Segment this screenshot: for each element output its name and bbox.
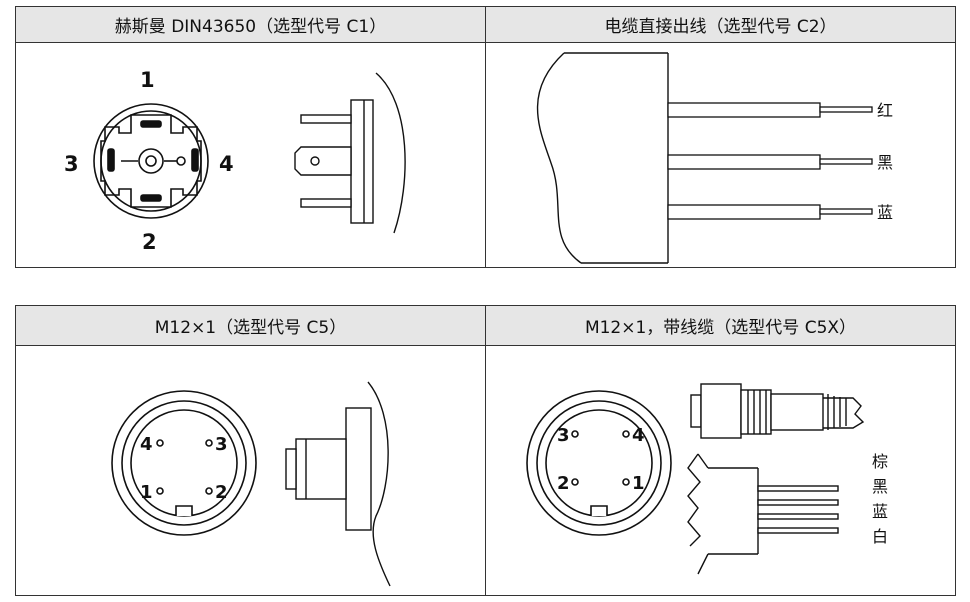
m12-diagram: 4 3 1 2 — [111, 381, 391, 587]
din-side-view — [294, 72, 406, 234]
m12-side-view — [285, 381, 391, 587]
m12-cable-diagram: 3 4 2 1 — [526, 383, 888, 575]
m12-pin-2-label: 2 — [215, 482, 228, 503]
m12-pin-3-label: 3 — [215, 434, 228, 455]
cable-wires — [667, 102, 873, 220]
wire-label-brown: 棕 — [872, 452, 888, 471]
panel-m12-cable: M12×1，带线缆（选型代号 C5X） 3 4 2 1 — [485, 305, 956, 596]
wire-label-blue: 蓝 — [872, 502, 888, 521]
m12x-pin-2-label: 2 — [557, 473, 570, 494]
m12x-pin-4-label: 4 — [632, 425, 645, 446]
din-pin-3-label: 3 — [64, 152, 79, 176]
panel-m12: M12×1（选型代号 C5） 4 3 1 2 — [15, 305, 486, 596]
din43650-diagram: 1 2 3 4 — [64, 68, 406, 254]
din-connector-face — [93, 103, 209, 219]
din-pin-4-label: 4 — [219, 152, 234, 176]
m12-pin-4-label: 4 — [140, 434, 153, 455]
cable-housing — [536, 52, 669, 264]
panel-title: M12×1，带线缆（选型代号 C5X） — [486, 306, 955, 346]
wire-label-red: 红 — [877, 101, 893, 120]
din-pin-2-label: 2 — [142, 230, 157, 254]
m12-connector-face — [111, 390, 257, 536]
panel-din43650: 赫斯曼 DIN43650（选型代号 C1） 1 2 3 4 — [15, 6, 486, 268]
panel-cable-direct: 电缆直接出线（选型代号 C2） 红 黑 蓝 — [485, 6, 956, 268]
wire-label-white: 白 — [872, 527, 888, 546]
m12-pin-1-label: 1 — [140, 482, 153, 503]
wire-label-black: 黑 — [877, 153, 893, 172]
panel-title: 赫斯曼 DIN43650（选型代号 C1） — [16, 7, 485, 43]
panel-title: M12×1（选型代号 C5） — [16, 306, 485, 346]
m12x-connector-face — [526, 390, 672, 536]
wire-label-black: 黑 — [872, 477, 888, 496]
wire-label-blue: 蓝 — [877, 203, 893, 222]
panel-title: 电缆直接出线（选型代号 C2） — [486, 7, 955, 43]
din-pin-1-label: 1 — [140, 68, 155, 92]
m12x-pin-3-label: 3 — [557, 425, 570, 446]
cable-direct-diagram: 红 黑 蓝 — [536, 52, 893, 264]
m12x-pin-1-label: 1 — [632, 473, 645, 494]
m12x-cable-wires — [687, 453, 839, 575]
m12x-cable-plug — [690, 383, 865, 439]
